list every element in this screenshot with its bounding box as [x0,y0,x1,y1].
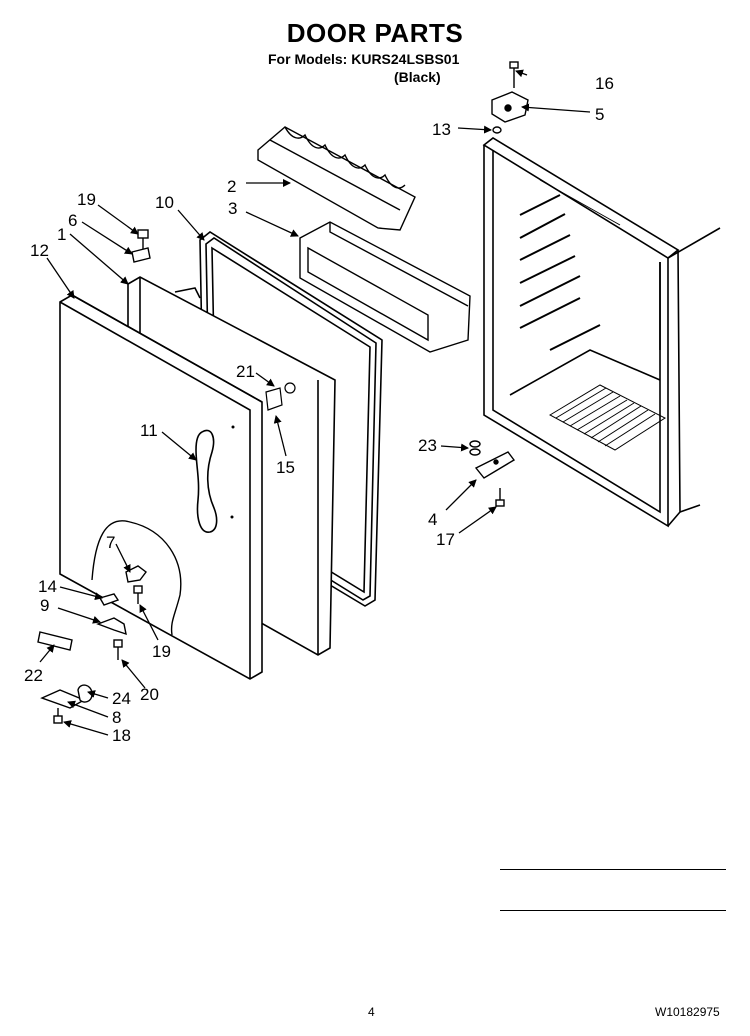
page-title: DOOR PARTS [286,18,464,48]
models-subtitle: For Models: KURS24LSBS01 (Black) [268,50,459,86]
bracket-9 [96,617,127,636]
door-cutaway [91,520,182,636]
callout-22: 22 [24,666,43,685]
door-bushing-6 [131,247,151,263]
cap-24 [77,684,93,703]
callout-7: 7 [106,533,115,552]
cabinet-shelf-grid [548,384,667,451]
callout-24: 24 [112,689,131,708]
door-handle-dots [230,425,235,519]
callout-19-bottom: 19 [152,642,171,661]
callout-8: 8 [112,708,121,727]
hinge-screw-top [509,61,519,88]
washers-23 [469,440,481,456]
bottom-hinge-4 [474,451,516,479]
callout-labels: 1 2 3 4 5 6 7 8 9 10 11 12 13 14 15 16 1… [24,74,614,745]
door-stop-bracket [265,382,296,411]
callout-9: 9 [40,596,49,615]
door-handle [195,429,218,533]
callout-18: 18 [112,726,131,745]
callout-13: 13 [432,120,451,139]
top-hinge [491,91,529,123]
door-bin [299,221,471,353]
leader-lines [39,69,591,736]
callout-15: 15 [276,458,295,477]
door-screw-19-top [137,229,149,250]
callout-4: 4 [428,510,437,529]
models-line: For Models: KURS24LSBS01 [268,51,460,67]
callout-21: 21 [236,362,255,381]
hinge-washer [492,126,502,134]
callout-12: 12 [30,241,49,260]
spacer-14 [98,593,120,606]
label-22 [37,631,73,651]
color-line: (Black) [394,69,441,85]
callout-6: 6 [68,211,77,230]
lower-hinge-7 [125,565,147,583]
callout-20: 20 [140,685,159,704]
screw-18 [53,708,63,724]
callout-11: 11 [140,421,158,440]
callout-17: 17 [436,530,455,549]
callout-5: 5 [595,105,604,124]
cabinet-vents [519,194,601,351]
divider-line-1 [500,869,726,870]
callout-23: 23 [418,436,437,455]
page-number: 4 [368,1005,375,1019]
screw-17 [495,488,505,507]
callout-14: 14 [38,577,57,596]
cabinet [482,137,721,528]
screw-19-bottom [133,585,143,604]
callout-19-top: 19 [77,190,96,209]
screw-20 [113,639,123,660]
callout-2: 2 [227,177,236,196]
document-number: W10182975 [655,1005,720,1019]
callout-1: 1 [57,225,66,244]
callout-10: 10 [155,193,174,212]
callout-16: 16 [595,74,614,93]
callout-3: 3 [228,199,237,218]
divider-line-2 [500,910,726,911]
egg-shelf [257,126,416,231]
